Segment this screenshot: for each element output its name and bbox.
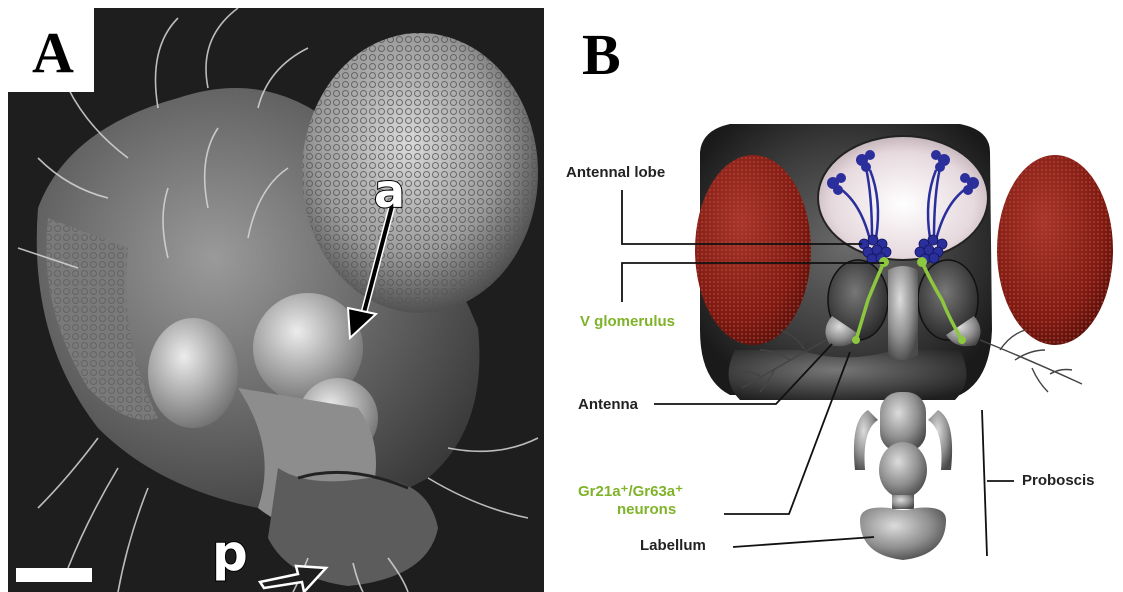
gr-neurons-label-line1: Gr21a⁺/Gr63a⁺ [578,482,683,500]
labellum-label: Labellum [640,537,706,554]
v-glomerulus-label: V glomerulus [580,313,675,330]
panel-a-letter: A [32,24,74,82]
antenna-arrow-label: a [374,164,405,218]
sem-fly-head-image [8,8,544,592]
scale-bar [16,568,92,582]
proboscis-arrow-label: p [212,524,248,582]
brain [818,136,988,260]
gr-neurons-label-line2: neurons [617,501,676,518]
proboscis-label: Proboscis [1022,472,1095,489]
antenna-label: Antenna [578,396,638,413]
proboscis [854,392,952,509]
sem-micrograph-panel: A a p [8,8,544,592]
right-compound-eye [997,155,1113,345]
labellum [860,508,946,561]
panel-a-letter-box: A [8,8,94,92]
left-compound-eye [695,155,811,345]
antennal-lobe-label: Antennal lobe [566,164,665,181]
